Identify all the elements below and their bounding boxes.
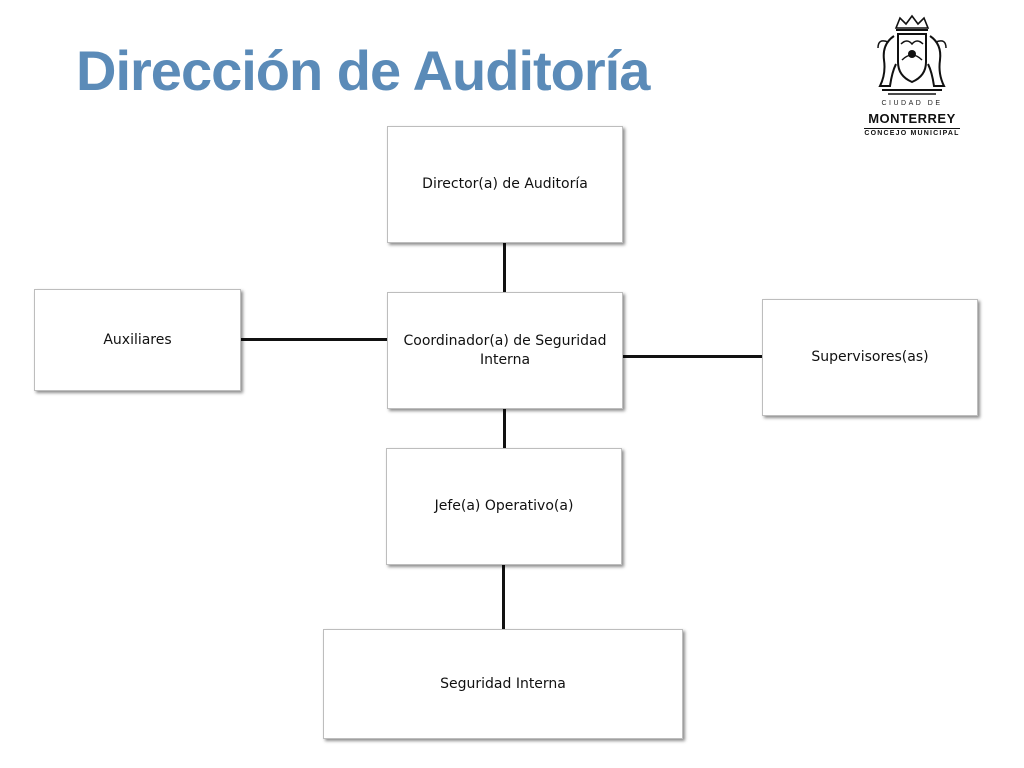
coat-of-arms-icon [877, 14, 947, 95]
org-box-operations-chief: Jefe(a) Operativo(a) [386, 448, 622, 565]
org-box-auxiliaries: Auxiliares [34, 289, 241, 391]
org-box-internal-security: Seguridad Interna [323, 629, 683, 739]
logo-divider [864, 128, 960, 129]
org-box-supervisors: Supervisores(as) [762, 299, 978, 416]
connector-chief-security [502, 565, 505, 630]
logo-city-name: MONTERREY [868, 111, 956, 126]
logo-city-label: CIUDAD DE [881, 100, 943, 107]
logo-council-label: CONCEJO MUNICIPAL [864, 130, 960, 137]
connector-auxiliaries-coordinator [240, 338, 387, 341]
connector-coordinator-supervisors [622, 355, 763, 358]
connector-director-coordinator [503, 243, 506, 292]
connector-coordinator-chief [503, 408, 506, 449]
page-title: Dirección de Auditoría [76, 39, 650, 102]
org-box-coordinator: Coordinador(a) de Seguridad Interna [387, 292, 623, 409]
monterrey-logo: CIUDAD DE MONTERREY CONCEJO MUNICIPAL [860, 14, 964, 142]
org-box-director: Director(a) de Auditoría [387, 126, 623, 243]
